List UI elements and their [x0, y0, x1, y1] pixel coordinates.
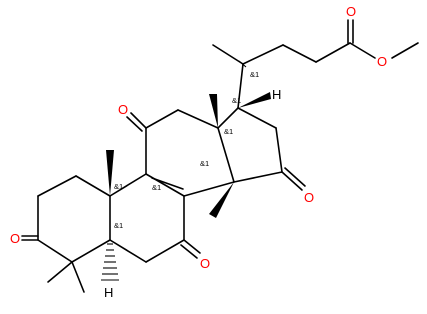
atom-o-ester-ether: O	[377, 54, 387, 69]
atom-labels: O O O O O O H H	[10, 4, 387, 300]
bond-c9-c8-inner	[151, 177, 184, 190]
bond-c9-c10	[109, 173, 147, 197]
bond-c4-methyl-a	[47, 261, 73, 283]
bond-c12-c11	[145, 109, 179, 129]
stereo-c10: &1	[114, 182, 123, 191]
stereo-c20: &1	[250, 70, 259, 79]
bond-c16-c15	[275, 127, 283, 173]
atom-h-c17: H	[272, 87, 281, 102]
bond-c11-o-2	[126, 116, 143, 132]
bond-c5-c6	[109, 239, 147, 263]
bond-c3-c4	[37, 239, 73, 263]
bond-c13-c17	[217, 107, 239, 129]
bond-c13-c12	[177, 109, 219, 129]
bond-o-methyl	[391, 42, 419, 59]
wedge-c10-methyl	[106, 150, 114, 196]
bond-c24-o-ether	[349, 42, 376, 59]
atom-o-c11: O	[118, 102, 128, 117]
atom-o-c7: O	[200, 256, 210, 271]
atom-o-c15: O	[304, 190, 314, 205]
wedge-c14-methyl	[209, 182, 234, 218]
bond-c17-c16	[237, 107, 277, 129]
bond-c6-c7	[145, 239, 185, 263]
bond-c20-c22	[242, 44, 284, 65]
bond-c4-methyl-b	[71, 261, 85, 293]
bond-c15-o-2	[284, 167, 306, 187]
hash-c5-h	[101, 243, 119, 281]
atom-o-c3: O	[10, 231, 20, 246]
stereo-c14: &1	[200, 159, 209, 168]
atom-o-ester-carbonyl: O	[346, 4, 356, 19]
hash-c20-methyl	[238, 60, 247, 68]
bond-c4-c5	[71, 239, 111, 263]
bond-c7-o-1	[183, 239, 201, 254]
bond-c1-c2	[37, 175, 77, 197]
bond-c22-c23	[282, 44, 317, 63]
bond-c21-c20	[212, 44, 244, 65]
wedge-c17-h	[238, 92, 271, 108]
stereo-c13: &1	[224, 127, 233, 136]
stereo-labels: &1 &1 &1 &1 &1 &1 &1	[114, 70, 259, 230]
ring-a	[21, 60, 247, 293]
ring-c	[126, 94, 235, 218]
bond-c14-c13	[217, 127, 235, 183]
bond-c15-c14	[233, 171, 283, 183]
ring-d	[217, 92, 306, 191]
ring-b	[106, 150, 201, 263]
atom-h-c5: H	[104, 285, 113, 300]
bond-c11-o-1	[130, 112, 147, 129]
bond-c20-c17	[237, 63, 244, 109]
side-chain	[212, 19, 419, 109]
stereo-c17: &1	[232, 96, 241, 105]
bond-c15-o-1	[281, 171, 303, 191]
bond-c7-o-2	[180, 244, 198, 259]
bond-c8-c14	[183, 181, 235, 197]
stereo-c9: &1	[152, 183, 161, 192]
wedge-c13-methyl	[209, 94, 218, 128]
bond-c10-c1	[75, 175, 111, 197]
stereo-c5: &1	[114, 221, 123, 230]
bond-c23-c24	[315, 42, 351, 63]
